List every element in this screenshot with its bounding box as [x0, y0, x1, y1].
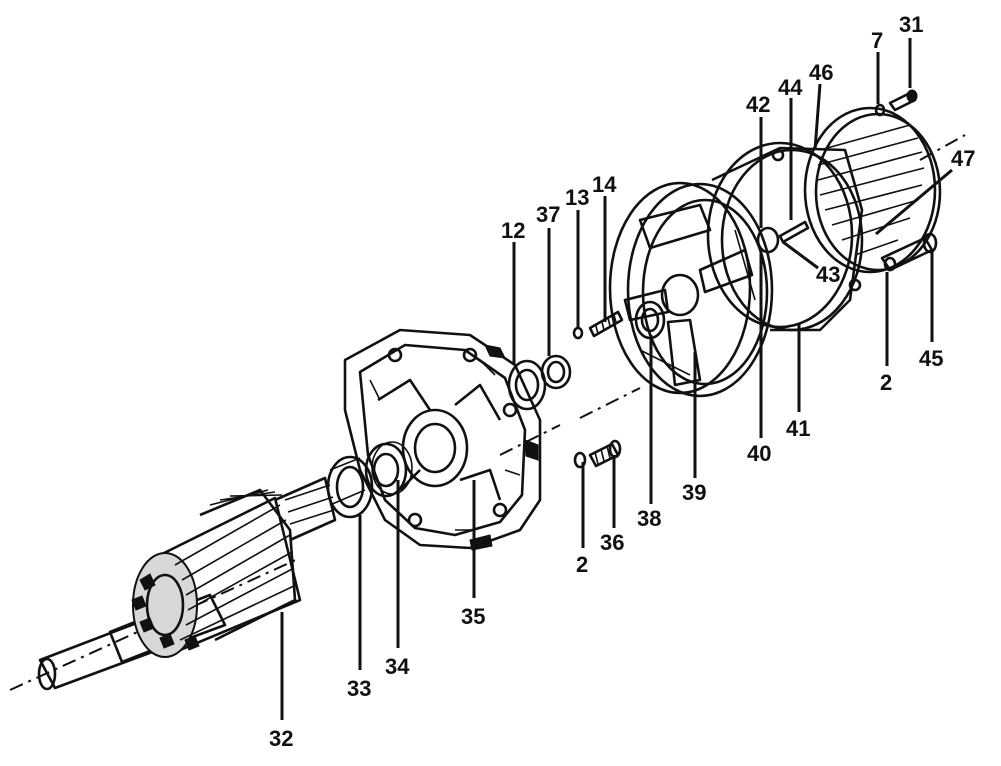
label-34: 34	[385, 654, 410, 679]
armature-rotor	[37, 476, 337, 691]
lower-washer	[573, 451, 587, 469]
brush-holder	[880, 232, 938, 272]
fan-wheel	[608, 181, 774, 398]
label-12: 12	[501, 218, 525, 243]
grille-cover	[803, 106, 942, 274]
end-frame-housing	[343, 328, 542, 551]
label-7: 7	[871, 28, 883, 53]
label-38: 38	[637, 506, 661, 531]
label-13: 13	[565, 185, 589, 210]
center-axis	[9, 134, 966, 691]
cover-ring	[706, 141, 864, 332]
label-40: 40	[747, 441, 771, 466]
label-46: 46	[809, 60, 833, 85]
label-35: 35	[461, 604, 485, 629]
label-42: 42	[746, 92, 770, 117]
label-44: 44	[778, 75, 803, 100]
top-screw	[888, 89, 918, 112]
label-47: 47	[951, 146, 975, 171]
label-32: 32	[269, 726, 293, 751]
label-39: 39	[682, 480, 706, 505]
label-2-upper: 2	[880, 370, 892, 395]
label-36: 36	[600, 530, 624, 555]
part-labels: 12 37 13 14 2 36 38 39 40 41 42 44 46 7 …	[269, 12, 975, 751]
label-33: 33	[347, 676, 371, 701]
small-washer	[572, 326, 584, 340]
seal-ring	[507, 359, 547, 411]
label-2-lower: 2	[576, 552, 588, 577]
screw	[588, 310, 624, 338]
label-14: 14	[592, 172, 617, 197]
leader-lines	[280, 38, 953, 720]
label-37: 37	[536, 202, 560, 227]
label-45: 45	[919, 346, 943, 371]
cover-screw	[778, 220, 810, 244]
top-washer	[874, 103, 886, 117]
label-43: 43	[816, 262, 840, 287]
label-31: 31	[899, 12, 923, 37]
label-41: 41	[786, 416, 810, 441]
bearing-ring	[540, 354, 572, 390]
